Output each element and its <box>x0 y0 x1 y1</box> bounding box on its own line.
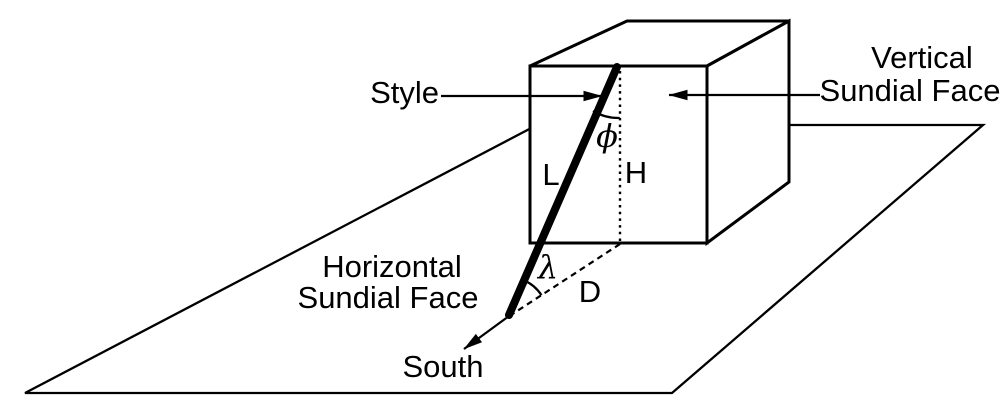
horizontal-sundial-face-plane <box>24 123 987 395</box>
style-length-label: L <box>542 157 559 192</box>
lambda-angle-label: λ <box>536 248 558 286</box>
style-label: Style <box>370 75 439 110</box>
style-gnomon-line <box>505 63 621 319</box>
phi-angle-label: ϕ <box>596 117 618 155</box>
height-label: H <box>625 155 647 190</box>
vertical-face-label-line2: Sundial Face <box>820 73 1000 108</box>
horizontal-face-label-line1: Horizontal <box>322 249 462 284</box>
south-arrow <box>463 315 510 350</box>
distance-label: D <box>579 274 601 309</box>
vertical-sundial-face-front <box>528 64 709 245</box>
vertical-face-label-line1: Vertical <box>871 40 973 75</box>
south-label: South <box>402 349 483 384</box>
distance-dashed-line <box>510 243 621 316</box>
horizontal-face-label-line2: Sundial Face <box>298 280 479 315</box>
